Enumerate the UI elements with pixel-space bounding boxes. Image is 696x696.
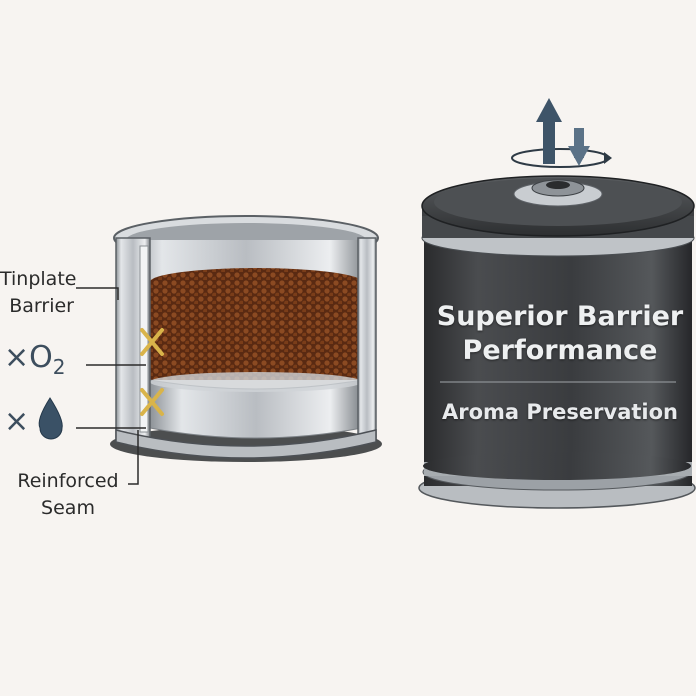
can-subtitle: Aroma Preservation bbox=[442, 400, 678, 424]
valve-icon bbox=[513, 179, 603, 207]
cutaway-can bbox=[110, 215, 382, 462]
coffee-grounds bbox=[150, 268, 362, 380]
pressure-valve-arrows-icon bbox=[511, 98, 612, 168]
tinplate-barrier-label: Tinplate Barrier bbox=[0, 268, 77, 317]
can-title: Superior Barrier Performance bbox=[436, 301, 684, 366]
sealed-can bbox=[418, 175, 696, 509]
oxygen-blocked-label: ×O2 bbox=[4, 340, 66, 379]
oxygen-subscript: 2 bbox=[52, 355, 66, 379]
water-blocked-mark: × bbox=[4, 404, 30, 439]
reinforced-seam-label: Reinforced Seam bbox=[17, 470, 119, 519]
block-cross-water bbox=[140, 388, 164, 416]
block-cross-oxygen bbox=[140, 328, 164, 356]
oxygen-symbol: O bbox=[29, 340, 53, 375]
block-mark: × bbox=[4, 340, 30, 375]
leader-lines bbox=[76, 287, 146, 485]
water-drop-icon bbox=[38, 397, 63, 440]
